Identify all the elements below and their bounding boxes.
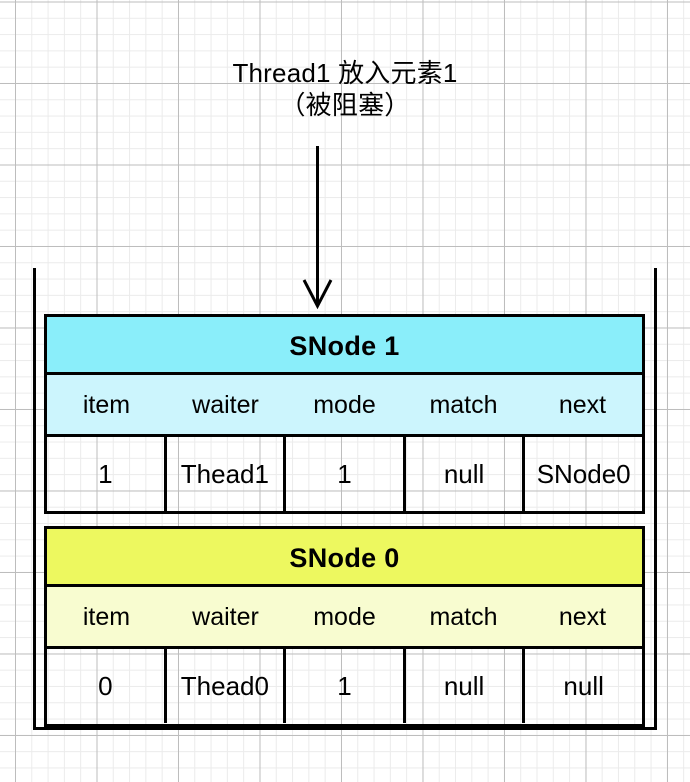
field-value-item: 1	[47, 437, 167, 511]
field-label-item: item	[82, 391, 131, 419]
diagram-caption: Thread1 放入元素1 （被阻塞）	[0, 58, 690, 121]
field-value-mode: 1	[286, 437, 406, 511]
field-label-waiter: waiter	[192, 603, 259, 631]
field-value-match: null	[406, 649, 526, 723]
node-title-snode-1: SNode 1	[47, 317, 642, 375]
node-card-snode-0: SNode 0 item waiter mode match next 0 Th…	[44, 526, 645, 727]
field-label-item: item	[82, 603, 131, 631]
field-label-mode: mode	[313, 391, 376, 419]
field-label-mode: mode	[313, 603, 376, 631]
field-value-item: 0	[47, 649, 167, 723]
node-value-row-snode-0: 0 Thead0 1 null null	[47, 649, 642, 723]
caption-line-2: （被阻塞）	[279, 89, 411, 120]
field-label-match: match	[429, 603, 498, 631]
field-value-mode: 1	[286, 649, 406, 723]
field-label-match: match	[429, 391, 498, 419]
node-field-header-row-snode-1: item waiter mode match next	[47, 375, 642, 437]
field-value-next: null	[563, 671, 604, 701]
field-value-waiter: Thead0	[167, 649, 287, 723]
node-title-snode-0: SNode 0	[47, 529, 642, 587]
field-label-waiter: waiter	[192, 391, 259, 419]
field-label-next: next	[558, 603, 607, 631]
field-value-waiter: Thead1	[167, 437, 287, 511]
down-arrow-icon	[295, 140, 341, 312]
caption-line-1: Thread1 放入元素1	[232, 58, 458, 88]
field-label-next: next	[558, 391, 607, 419]
node-value-row-snode-1: 1 Thead1 1 null SNode0	[47, 437, 642, 511]
field-value-match: null	[406, 437, 526, 511]
node-card-snode-1: SNode 1 item waiter mode match next 1 Th…	[44, 314, 645, 514]
node-field-header-row-snode-0: item waiter mode match next	[47, 587, 642, 649]
field-value-next: SNode0	[536, 459, 631, 489]
